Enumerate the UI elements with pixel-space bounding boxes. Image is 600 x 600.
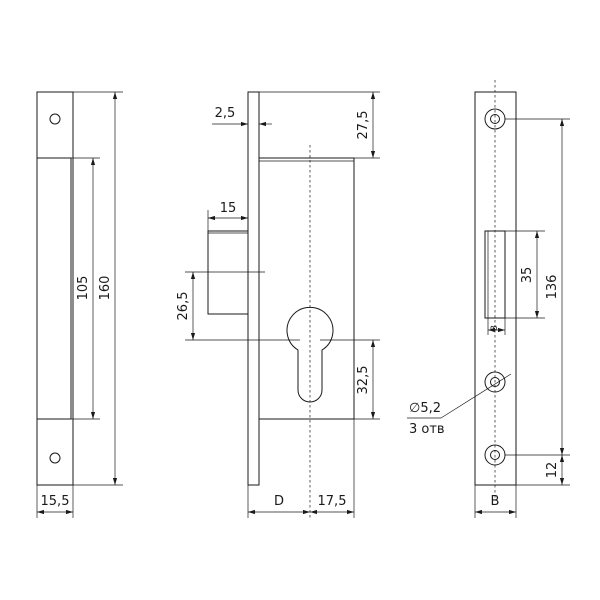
dim-label-160: 160 bbox=[98, 276, 113, 301]
dim-label-136: 136 bbox=[545, 275, 560, 300]
side-cylinder-cutout bbox=[286, 306, 334, 403]
dim-label-d: D bbox=[274, 494, 284, 509]
dim-label-105: 105 bbox=[76, 276, 91, 301]
strike-bottom-hole-inner bbox=[490, 450, 500, 460]
dim-label-15: 15 bbox=[220, 201, 237, 216]
dim-label-15-5: 15,5 bbox=[41, 494, 70, 509]
dim-label-27-5: 27,5 bbox=[356, 111, 371, 140]
hole-count-label: 3 отв bbox=[409, 422, 445, 437]
strike-top-hole-inner bbox=[490, 114, 500, 124]
strike-view: 136 35 8 12 B ∅5,2 3 отв bbox=[407, 80, 570, 518]
dim-label-b: B bbox=[491, 494, 500, 509]
front-bottom-hole bbox=[49, 452, 61, 464]
side-faceplate bbox=[247, 91, 260, 486]
front-view: 160 105 15,5 bbox=[36, 91, 123, 518]
front-plate-outline bbox=[36, 91, 74, 486]
strike-middle-hole-outer bbox=[484, 371, 506, 393]
side-case-body bbox=[258, 157, 355, 420]
strike-middle-hole-inner bbox=[490, 377, 500, 387]
dim-label-2-5: 2,5 bbox=[215, 106, 236, 121]
front-plate-opening bbox=[36, 157, 72, 420]
dim-label-12: 12 bbox=[545, 462, 560, 479]
side-bolt bbox=[207, 230, 249, 315]
dim-label-17-5: 17,5 bbox=[318, 494, 347, 509]
dim-label-35: 35 bbox=[520, 267, 535, 284]
strike-slot bbox=[484, 230, 506, 319]
front-top-hole bbox=[49, 113, 61, 125]
side-view: 2,5 27,5 15 26,5 32,5 D 17,5 bbox=[176, 91, 380, 520]
dim-label-32-5: 32,5 bbox=[356, 366, 371, 395]
dim-label-8: 8 bbox=[490, 325, 500, 331]
strike-plate-outline bbox=[474, 91, 517, 486]
dim-label-26-5: 26,5 bbox=[176, 292, 191, 321]
hole-diameter-label: ∅5,2 bbox=[409, 401, 441, 416]
